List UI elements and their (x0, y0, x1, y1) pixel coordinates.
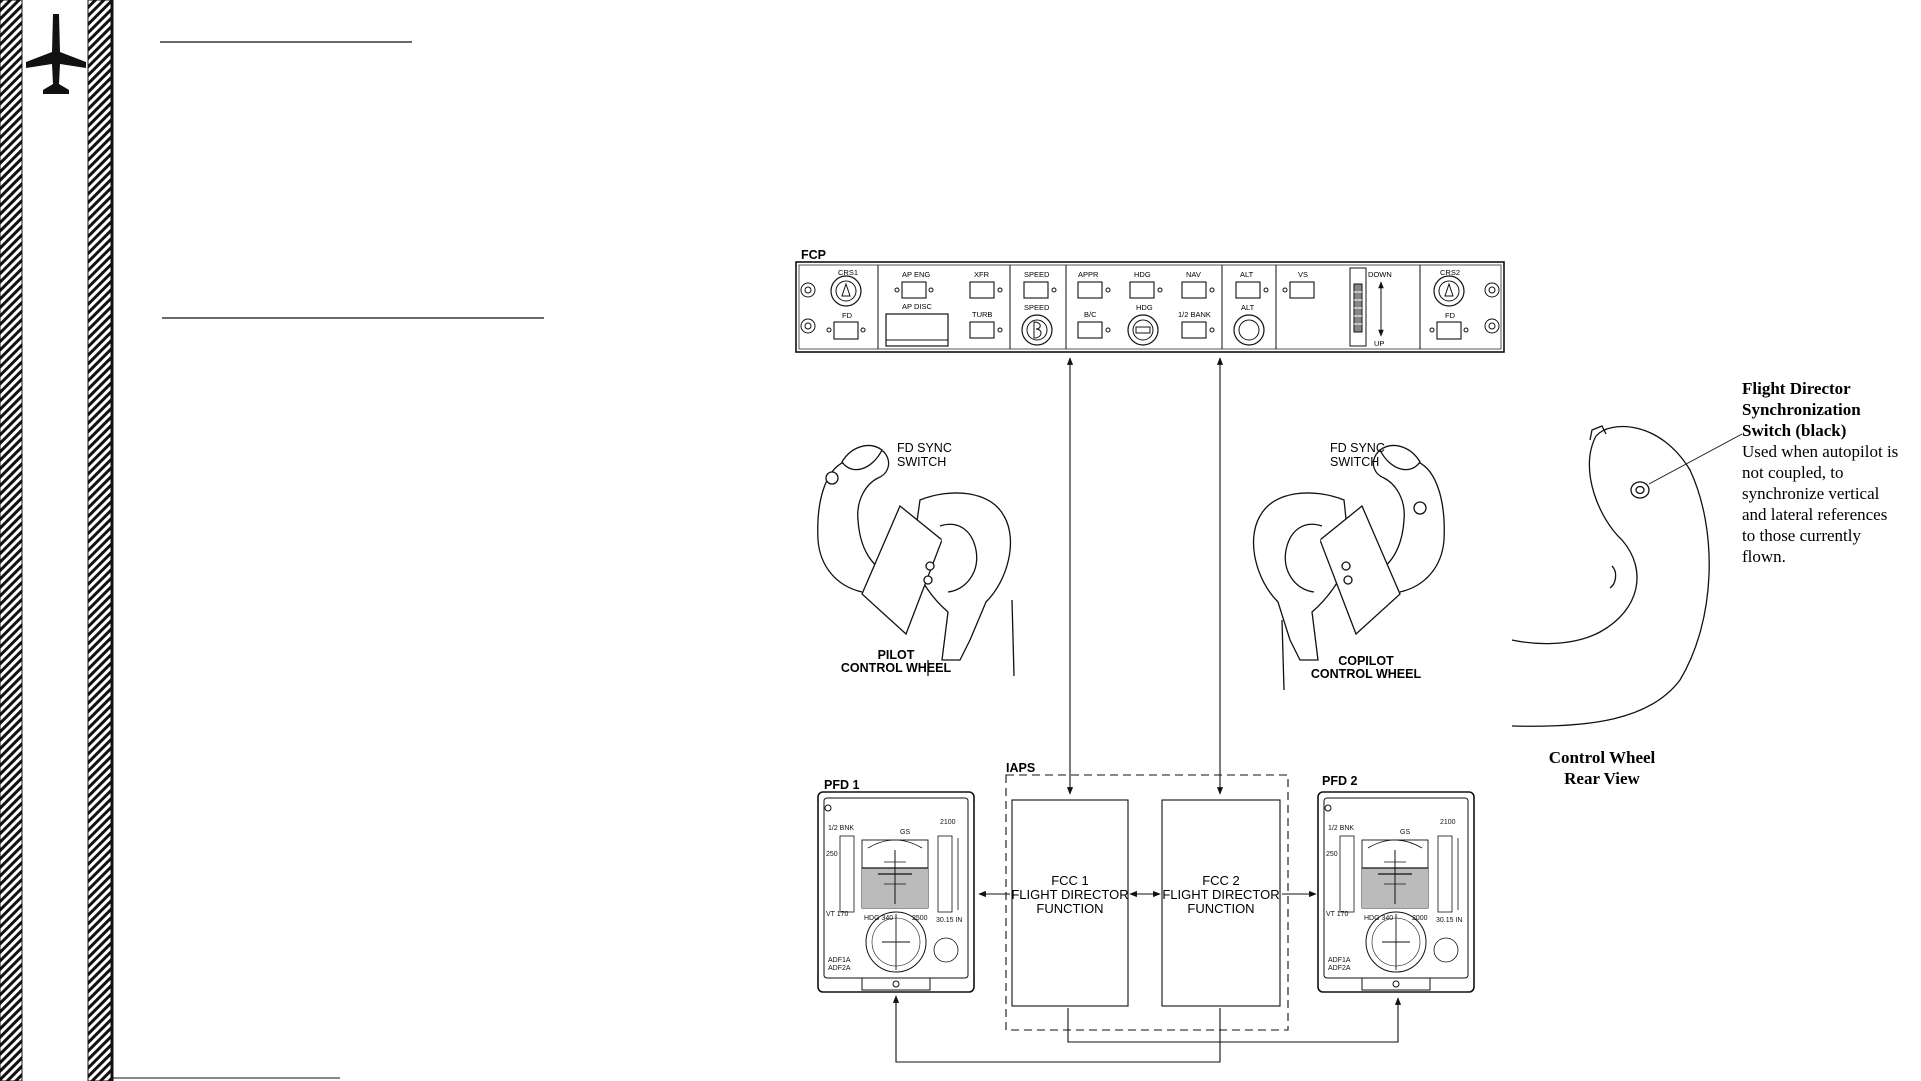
svg-text:Used when autopilot is: Used when autopilot is (1742, 442, 1898, 461)
svg-text:ALT: ALT (1241, 303, 1255, 312)
svg-text:HDG: HDG (1136, 303, 1153, 312)
svg-text:flown.: flown. (1742, 547, 1786, 566)
svg-text:DOWN: DOWN (1368, 270, 1392, 279)
svg-text:30.15 IN: 30.15 IN (1436, 917, 1462, 924)
svg-text:30.15 IN: 30.15 IN (936, 917, 962, 924)
svg-text:ALT: ALT (1240, 270, 1254, 279)
copilot-sync-label-2: SWITCH (1330, 455, 1379, 469)
svg-text:GS: GS (900, 829, 910, 836)
svg-text:2100: 2100 (940, 819, 956, 826)
copilot-wheel-label-1: COPILOT (1338, 654, 1394, 668)
sync-switch-note: Flight Director Synchronization Switch (… (1742, 379, 1898, 566)
svg-text:FLIGHT DIRECTOR: FLIGHT DIRECTOR (1011, 887, 1128, 902)
svg-text:FLIGHT DIRECTOR: FLIGHT DIRECTOR (1162, 887, 1279, 902)
svg-text:Flight Director: Flight Director (1742, 379, 1851, 398)
svg-text:SPEED: SPEED (1024, 303, 1050, 312)
pilot-control-wheel (818, 446, 1014, 676)
svg-text:FD: FD (842, 311, 853, 320)
svg-text:AP DISC: AP DISC (902, 302, 932, 311)
svg-text:and lateral references: and lateral references (1742, 505, 1887, 524)
svg-text:UP: UP (1374, 339, 1384, 348)
svg-text:2000: 2000 (1412, 915, 1428, 922)
svg-text:AP ENG: AP ENG (902, 270, 930, 279)
svg-text:Synchronization: Synchronization (1742, 400, 1861, 419)
svg-text:FCC 1: FCC 1 (1051, 873, 1089, 888)
svg-text:ADF2A: ADF2A (828, 965, 851, 972)
pfd1-label: PFD 1 (824, 778, 859, 792)
control-wheel-rear-view (1512, 426, 1742, 726)
svg-text:FUNCTION: FUNCTION (1036, 901, 1103, 916)
svg-text:2100: 2100 (1440, 819, 1456, 826)
fcc1-box: FCC 1 FLIGHT DIRECTOR FUNCTION (1011, 800, 1128, 1006)
svg-text:Switch (black): Switch (black) (1742, 421, 1846, 440)
svg-text:VT 170: VT 170 (1326, 911, 1349, 918)
iaps-label: IAPS (1006, 761, 1035, 775)
svg-text:HDG: HDG (1134, 270, 1151, 279)
svg-text:2500: 2500 (912, 915, 928, 922)
svg-text:250: 250 (826, 851, 838, 858)
airplane-icon (26, 14, 86, 94)
copilot-wheel-label-2: CONTROL WHEEL (1311, 667, 1422, 681)
svg-text:VT 170: VT 170 (826, 911, 849, 918)
rear-view-caption-2: Rear View (1564, 769, 1640, 788)
pilot-sync-label-1: FD SYNC (897, 441, 952, 455)
pilot-wheel-label-2: CONTROL WHEEL (841, 661, 952, 675)
svg-text:TURB: TURB (972, 310, 992, 319)
svg-text:synchronize vertical: synchronize vertical (1742, 484, 1880, 503)
svg-text:ADF1A: ADF1A (1328, 957, 1351, 964)
svg-text:B/C: B/C (1084, 310, 1097, 319)
svg-text:FD: FD (1445, 311, 1456, 320)
svg-text:NAV: NAV (1186, 270, 1201, 279)
speed-knob[interactable]: SPEED (1022, 303, 1052, 345)
pfd2-label: PFD 2 (1322, 774, 1357, 788)
svg-text:FUNCTION: FUNCTION (1187, 901, 1254, 916)
fcc2-box: FCC 2 FLIGHT DIRECTOR FUNCTION (1162, 800, 1280, 1006)
svg-text:HDG 340: HDG 340 (1364, 915, 1393, 922)
svg-text:1/2 BANK: 1/2 BANK (1178, 310, 1211, 319)
fcp-label: FCP (801, 248, 826, 262)
svg-text:ADF1A: ADF1A (828, 957, 851, 964)
pilot-sync-label-2: SWITCH (897, 455, 946, 469)
rear-view-caption-1: Control Wheel (1549, 748, 1656, 767)
svg-text:1/2 BNK: 1/2 BNK (828, 825, 854, 832)
svg-text:250: 250 (1326, 851, 1338, 858)
svg-text:to those currently: to those currently (1742, 526, 1861, 545)
left-border (0, 0, 112, 1081)
svg-text:1/2 BNK: 1/2 BNK (1328, 825, 1354, 832)
svg-text:HDG 340: HDG 340 (864, 915, 893, 922)
svg-text:not coupled, to: not coupled, to (1742, 463, 1844, 482)
copilot-sync-label-1: FD SYNC (1330, 441, 1385, 455)
svg-text:FCC 2: FCC 2 (1202, 873, 1240, 888)
svg-text:GS: GS (1400, 829, 1410, 836)
svg-text:SPEED: SPEED (1024, 270, 1050, 279)
pilot-wheel-label-1: PILOT (878, 648, 915, 662)
svg-text:VS: VS (1298, 270, 1308, 279)
svg-text:APPR: APPR (1078, 270, 1099, 279)
svg-text:XFR: XFR (974, 270, 990, 279)
svg-text:ADF2A: ADF2A (1328, 965, 1351, 972)
